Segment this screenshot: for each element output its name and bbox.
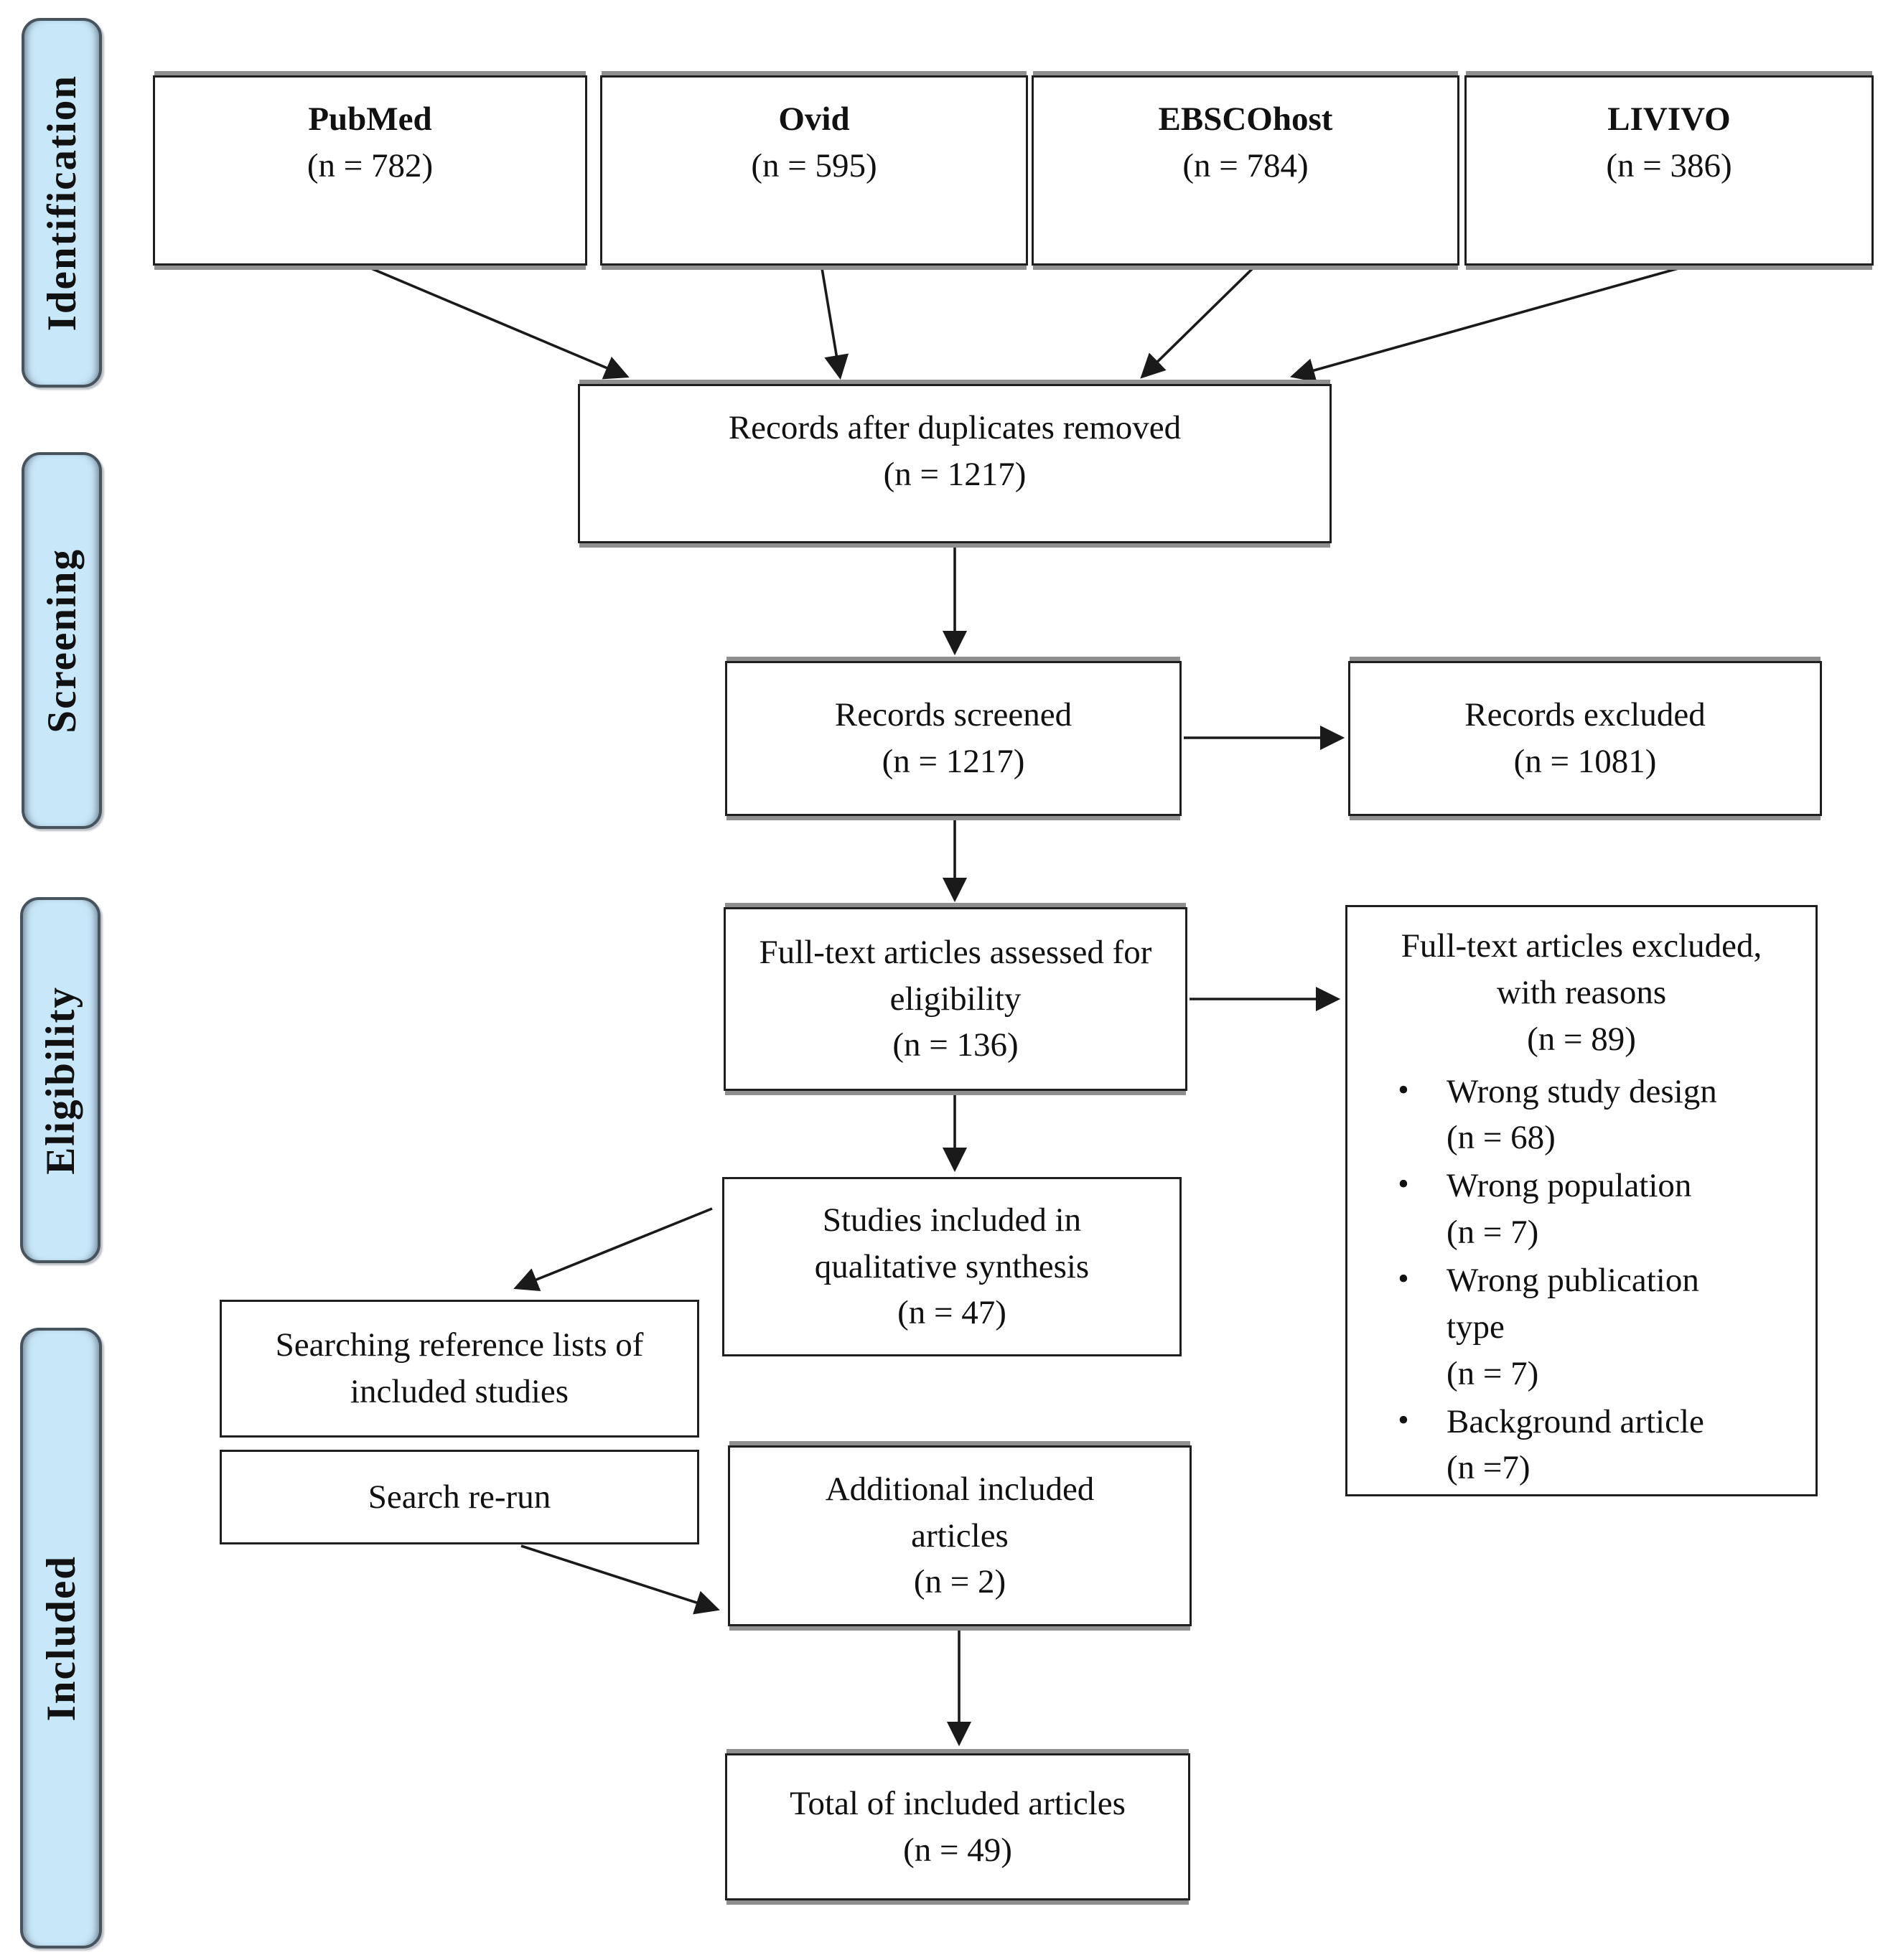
fulltext-assessed-text: Full-text articles assessed for eligibil… bbox=[759, 933, 1152, 1018]
source-pubmed-name: PubMed bbox=[308, 100, 432, 138]
reason-count: (n = 7) bbox=[1447, 1354, 1539, 1392]
duplicates-removed-text: Records after duplicates removed bbox=[728, 409, 1182, 446]
source-ovid-name: Ovid bbox=[778, 100, 850, 138]
stage-label-identification-text: Identification bbox=[39, 74, 85, 332]
additional-articles-count: (n = 2) bbox=[913, 1563, 1006, 1601]
reason-count: (n = 68) bbox=[1447, 1119, 1556, 1157]
source-ebscohost-count: (n = 784) bbox=[1182, 146, 1309, 184]
box-qualitative-synthesis: Studies included in qualitative synthesi… bbox=[722, 1177, 1182, 1356]
records-screened-text: Records screened bbox=[834, 696, 1072, 734]
stage-label-screening-text: Screening bbox=[39, 548, 85, 733]
fulltext-excluded-title: Full-text articles excluded, with reason… bbox=[1401, 927, 1762, 1011]
source-livivo-name: LIVIVO bbox=[1607, 100, 1731, 138]
stage-label-screening: Screening bbox=[22, 452, 102, 829]
box-fulltext-excluded: Full-text articles excluded, with reason… bbox=[1345, 905, 1818, 1496]
exclusion-reason-item: • Wrong study design (n = 68) bbox=[1360, 1069, 1803, 1162]
box-search-rerun: Search re-run bbox=[220, 1450, 699, 1544]
bullet-icon: • bbox=[1398, 1166, 1409, 1202]
box-records-screened: Records screened (n = 1217) bbox=[725, 661, 1182, 816]
stage-label-identification: Identification bbox=[22, 18, 102, 388]
qualitative-synthesis-count: (n = 47) bbox=[897, 1294, 1006, 1332]
reason-label: Wrong publication type bbox=[1447, 1262, 1699, 1346]
qualitative-synthesis-text: Studies included in qualitative synthesi… bbox=[814, 1201, 1090, 1285]
reference-lists-text: Searching reference lists of included st… bbox=[275, 1326, 644, 1410]
records-excluded-count: (n = 1081) bbox=[1513, 743, 1657, 780]
stage-label-eligibility-text: Eligibility bbox=[37, 985, 83, 1175]
duplicates-removed-count: (n = 1217) bbox=[883, 455, 1027, 493]
additional-articles-text: Additional included articles bbox=[825, 1470, 1095, 1555]
exclusion-reason-item: • Background article (n =7) bbox=[1360, 1399, 1803, 1492]
source-ebscohost-name: EBSCOhost bbox=[1158, 100, 1333, 138]
source-box-livivo: LIVIVO (n = 386) bbox=[1464, 75, 1874, 266]
box-reference-lists: Searching reference lists of included st… bbox=[220, 1300, 699, 1438]
records-screened-count: (n = 1217) bbox=[882, 743, 1025, 780]
source-box-pubmed: PubMed (n = 782) bbox=[153, 75, 587, 266]
bullet-icon: • bbox=[1398, 1402, 1409, 1438]
exclusion-reason-item: • Wrong population (n = 7) bbox=[1360, 1163, 1803, 1256]
bullet-icon: • bbox=[1398, 1261, 1409, 1297]
box-fulltext-assessed: Full-text articles assessed for eligibil… bbox=[724, 907, 1187, 1091]
bullet-icon: • bbox=[1398, 1072, 1409, 1107]
search-rerun-text: Search re-run bbox=[368, 1478, 551, 1516]
box-records-excluded: Records excluded (n = 1081) bbox=[1348, 661, 1822, 816]
exclusion-reason-item: • Wrong publication type (n = 7) bbox=[1360, 1257, 1803, 1397]
fulltext-excluded-count: (n = 89) bbox=[1527, 1020, 1636, 1058]
reason-count: (n =7) bbox=[1447, 1449, 1531, 1487]
box-additional-articles: Additional included articles (n = 2) bbox=[728, 1445, 1192, 1626]
stage-label-eligibility: Eligibility bbox=[20, 897, 101, 1263]
box-total-included: Total of included articles (n = 49) bbox=[725, 1753, 1190, 1900]
fulltext-assessed-count: (n = 136) bbox=[892, 1026, 1019, 1064]
exclusion-reasons-list: • Wrong study design (n = 68) • Wrong po… bbox=[1360, 1067, 1803, 1492]
source-box-ovid: Ovid (n = 595) bbox=[600, 75, 1028, 266]
stage-label-included: Included bbox=[20, 1328, 102, 1949]
records-excluded-text: Records excluded bbox=[1464, 696, 1706, 734]
source-ovid-count: (n = 595) bbox=[751, 146, 877, 184]
reason-label: Background article bbox=[1447, 1402, 1704, 1440]
source-pubmed-count: (n = 782) bbox=[307, 146, 434, 184]
reason-label: Wrong population bbox=[1447, 1167, 1692, 1205]
total-included-text: Total of included articles bbox=[790, 1784, 1126, 1822]
source-livivo-count: (n = 386) bbox=[1606, 146, 1732, 184]
source-box-ebscohost: EBSCOhost (n = 784) bbox=[1032, 75, 1459, 266]
stage-label-included-text: Included bbox=[38, 1555, 84, 1722]
reason-label: Wrong study design bbox=[1447, 1072, 1717, 1110]
reason-count: (n = 7) bbox=[1447, 1214, 1539, 1252]
box-duplicates-removed: Records after duplicates removed (n = 12… bbox=[578, 384, 1332, 543]
total-included-count: (n = 49) bbox=[903, 1831, 1012, 1869]
